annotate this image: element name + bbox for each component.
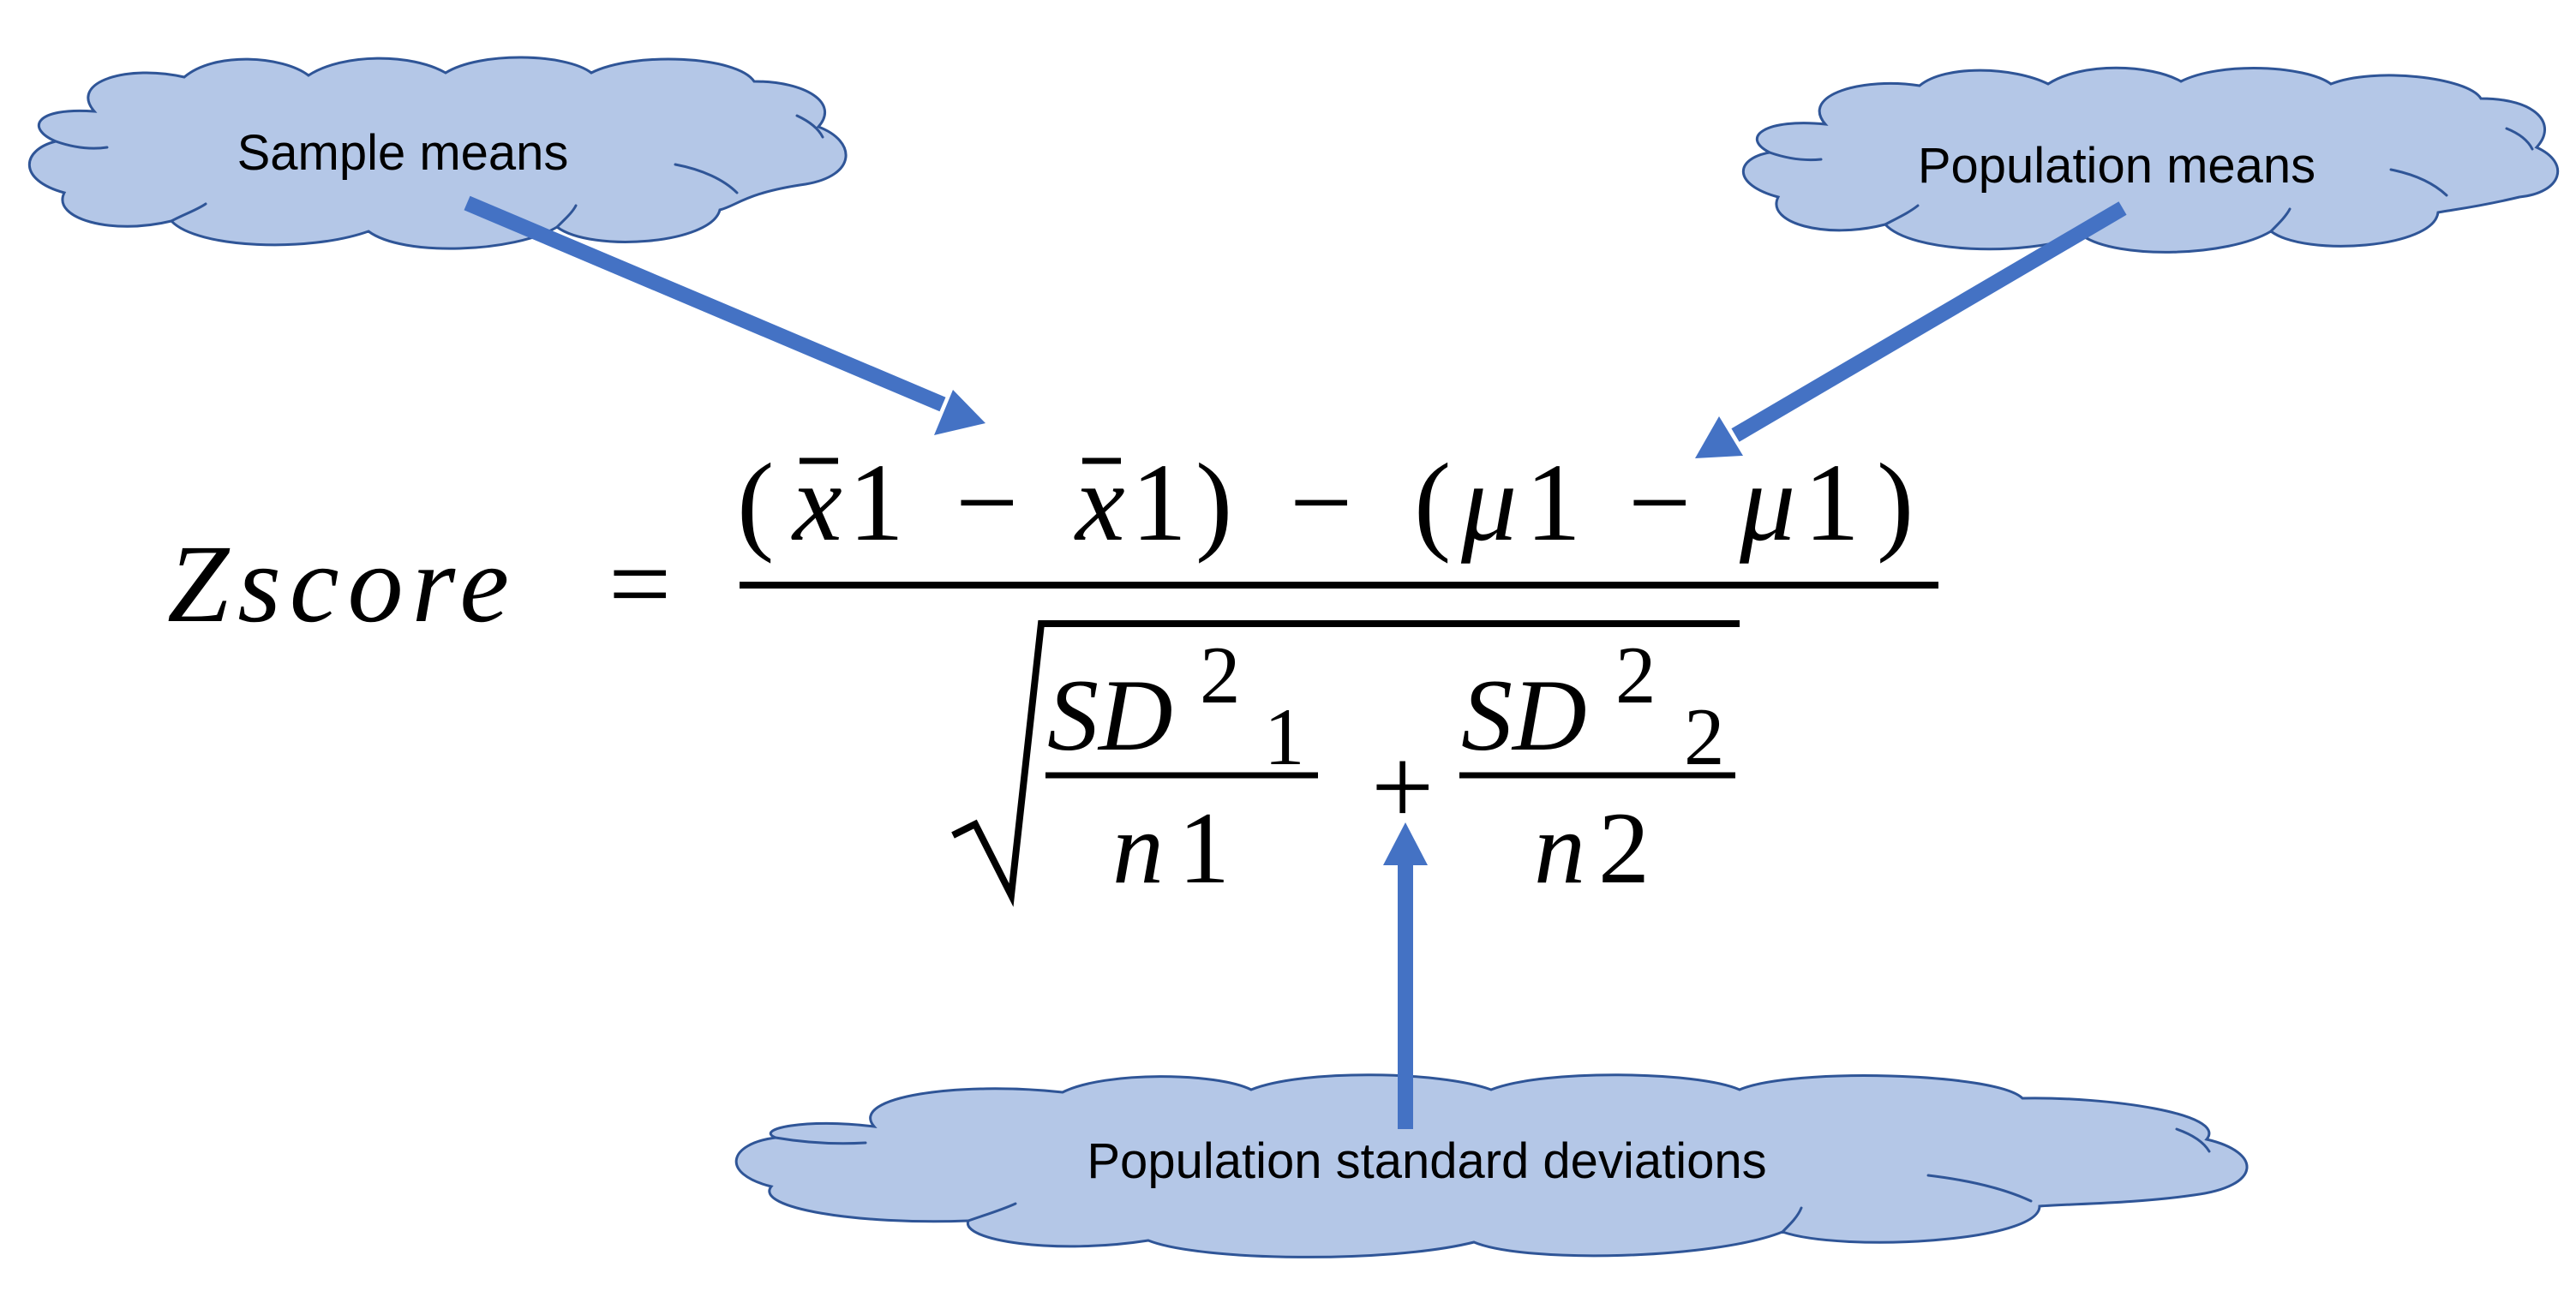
numerator-one-a: 1 <box>848 441 904 565</box>
arrow-population-sd-head <box>1383 822 1428 865</box>
cloud-population-means-fold-2 <box>1884 204 1920 226</box>
cloud-population-means-label: Population means <box>1918 138 2315 194</box>
numerator-one-c: 1 <box>1525 441 1581 565</box>
cloud-population-means-fold-3 <box>2269 207 2291 233</box>
numerator-minus-mid: − <box>1290 441 1352 565</box>
cloud-population-means-fold-5 <box>2505 127 2534 151</box>
numerator-mu-b: μ <box>1739 441 1795 565</box>
cloud-population-sd-fold-2 <box>967 1202 1017 1222</box>
denominator-n2-two: 2 <box>1598 791 1650 905</box>
cloud-sample-means-fold-5 <box>795 114 824 139</box>
cloud-population-sd-label: Population standard deviations <box>1087 1133 1766 1189</box>
cloud-sample-means-label: Sample means <box>237 125 569 181</box>
denominator-sd2-sup: 2 <box>1615 630 1656 720</box>
arrow-sample-means-shaft <box>464 195 946 412</box>
arrow-sample-means-head <box>934 390 985 435</box>
cloud-sample-means-fold-4 <box>674 163 739 194</box>
cloud-population-sd: Population standard deviations <box>734 1073 2249 1258</box>
arrow-sample-means <box>464 195 985 435</box>
cloud-sample-means-fold-1 <box>54 140 109 150</box>
numerator-minus-c: − <box>1628 441 1691 565</box>
sqrt-radical-sign <box>951 620 1740 907</box>
cloud-sample-means: Sample means <box>27 56 848 250</box>
formula-denominator: SD 2 1 n 1 + SD 2 2 n 2 <box>951 620 1740 907</box>
arrow-population-sd <box>1383 822 1428 1129</box>
cloud-sample-means-fold-2 <box>170 202 207 223</box>
cloud-population-means-fold-1 <box>1768 151 1823 162</box>
arrow-population-means-shaft <box>1731 201 2127 442</box>
denominator-sd2-sub: 2 <box>1684 691 1725 782</box>
cloud-population-sd-fold-4 <box>1926 1174 2033 1203</box>
denominator-n2-n: n <box>1534 791 1585 905</box>
arrow-population-means <box>1695 201 2127 458</box>
numerator-mu-a: μ <box>1460 441 1517 565</box>
cloud-sample-means-shape <box>27 56 848 250</box>
formula-lhs-zscore: Zscore <box>167 523 518 646</box>
numerator-close-paren-1: ) <box>1195 441 1232 565</box>
denominator-sd1-sup: 2 <box>1200 630 1241 720</box>
cloud-population-means-shape <box>1741 66 2560 254</box>
arrow-population-means-head <box>1695 416 1743 458</box>
cloud-population-means: Population means <box>1741 66 2560 254</box>
numerator-open-paren-2: ( <box>1414 441 1451 565</box>
numerator-close-paren-2: ) <box>1877 441 1914 565</box>
numerator-minus-a: − <box>956 441 1018 565</box>
zscore-formula: Zscore = ( x 1 − x 1 ) − ( μ 1 − μ 1 ) <box>167 441 1938 907</box>
formula-equals: = <box>608 523 671 646</box>
cloud-population-sd-fold-1 <box>774 1136 867 1145</box>
cloud-population-sd-fold-3 <box>1781 1206 1803 1234</box>
denominator-n1-n: n <box>1112 791 1164 905</box>
cloud-population-sd-shape <box>734 1073 2249 1258</box>
denominator-sd2: SD <box>1461 658 1587 772</box>
numerator-open-paren: ( <box>737 441 774 565</box>
denominator-sd1: SD <box>1047 658 1173 772</box>
cloud-population-means-fold-4 <box>2389 168 2448 197</box>
denominator-sd1-sub: 1 <box>1264 691 1305 782</box>
cloud-population-sd-fold-5 <box>2175 1127 2211 1153</box>
numerator-one-d: 1 <box>1804 441 1860 565</box>
numerator-one-b: 1 <box>1131 441 1187 565</box>
formula-numerator: ( x 1 − x 1 ) − ( μ 1 − μ 1 ) <box>737 441 1914 565</box>
cloud-sample-means-fold-3 <box>555 204 578 229</box>
denominator-n1-one: 1 <box>1178 791 1230 905</box>
